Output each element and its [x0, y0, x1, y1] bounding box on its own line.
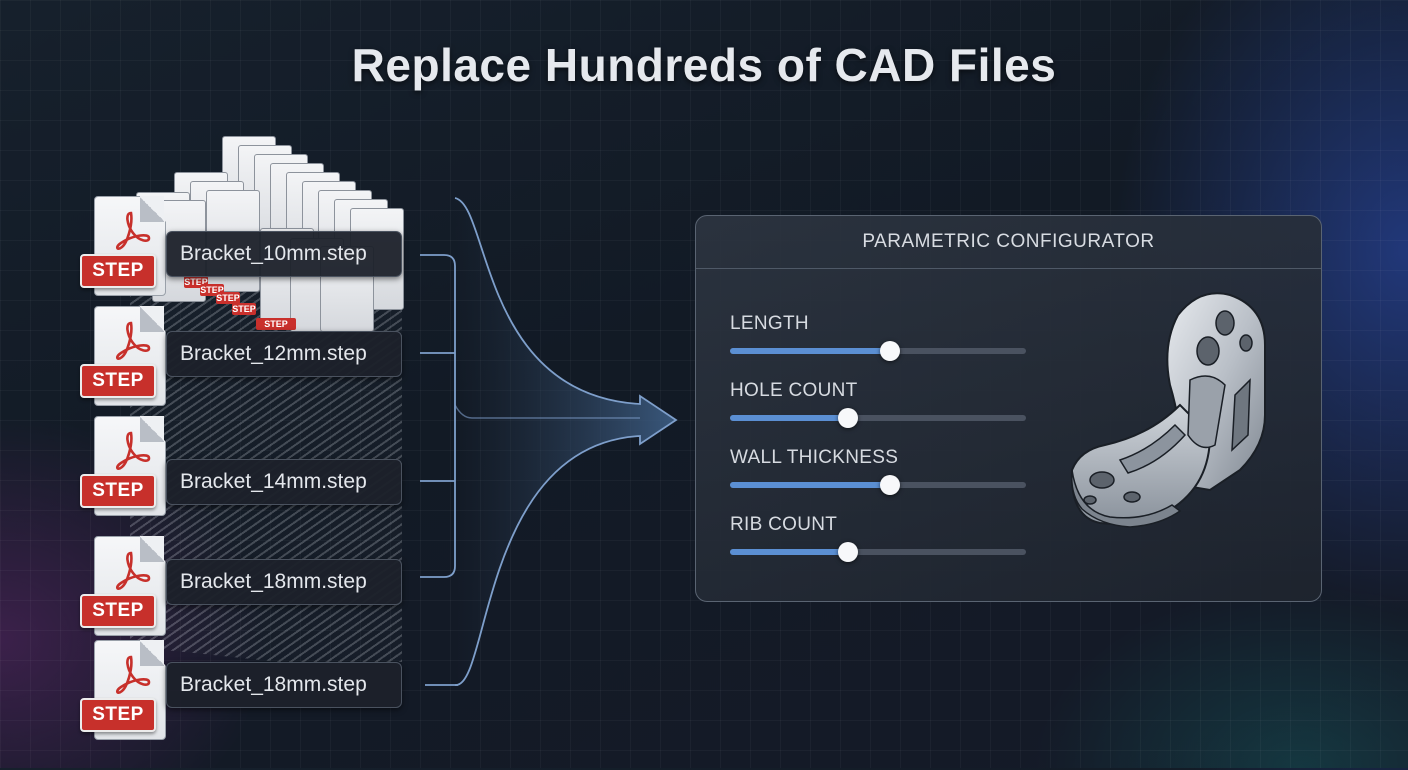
- param-label: RIB COUNT: [730, 514, 838, 535]
- file-item[interactable]: STEP Bracket_18mm.step: [78, 536, 408, 666]
- step-badge: STEP: [80, 698, 156, 732]
- step-badge: STEP: [80, 594, 156, 628]
- mini-step-badge: STEP: [216, 292, 240, 304]
- bracket-3d-model: [1070, 292, 1266, 528]
- step-badge: STEP: [80, 254, 156, 288]
- file-name: Bracket_18mm.step: [166, 559, 402, 605]
- slider-fill: [730, 415, 849, 421]
- slider-track[interactable]: [730, 408, 1026, 428]
- bracket-line: [420, 254, 456, 578]
- mini-step-badge: STEP: [256, 318, 296, 330]
- file-item[interactable]: STEP Bracket_10mm.step: [78, 196, 408, 326]
- pdf-acrobat-icon: [116, 211, 151, 250]
- step-badge: STEP: [80, 364, 156, 398]
- mini-step-badge: STEP: [232, 303, 256, 315]
- merge-arrow-outline: [454, 197, 678, 686]
- pdf-acrobat-icon: [116, 431, 151, 470]
- file-name: Bracket_18mm.step: [166, 662, 402, 708]
- page-fold: [140, 416, 164, 442]
- pdf-acrobat-icon: [116, 655, 151, 694]
- parametric-configurator-panel: PARAMETRIC CONFIGURATOR LENGTH HOLE COUN…: [695, 215, 1322, 602]
- file-name: Bracket_12mm.step: [166, 331, 402, 377]
- slider-track[interactable]: [730, 341, 1026, 361]
- param-length: LENGTH: [730, 313, 1026, 361]
- connector-center-line: [454, 404, 640, 419]
- param-hole-count: HOLE COUNT: [730, 380, 1026, 428]
- page-title: Replace Hundreds of CAD Files: [351, 39, 1057, 91]
- file-item[interactable]: STEP Bracket_18mm.step: [78, 640, 408, 770]
- param-label: HOLE COUNT: [730, 380, 858, 401]
- merge-arrow: [455, 198, 676, 686]
- slider-knob[interactable]: [838, 408, 859, 428]
- param-rib-count: RIB COUNT: [730, 514, 1026, 562]
- slider-track[interactable]: [730, 475, 1026, 495]
- slider-track[interactable]: [730, 542, 1026, 562]
- param-label: WALL THICKNESS: [730, 447, 899, 468]
- panel-title: PARAMETRIC CONFIGURATOR: [696, 216, 1321, 269]
- slider-fill: [730, 549, 849, 555]
- step-badge: STEP: [80, 474, 156, 508]
- page-fold: [140, 536, 164, 562]
- file-name: Bracket_14mm.step: [166, 459, 402, 505]
- param-label: LENGTH: [730, 313, 809, 334]
- slider-knob[interactable]: [879, 341, 900, 361]
- page-fold: [140, 306, 164, 332]
- slider-fill: [730, 482, 890, 488]
- slider-knob[interactable]: [838, 542, 859, 562]
- page-fold: [140, 640, 164, 666]
- pdf-acrobat-icon: [116, 551, 151, 590]
- param-wall-thickness: WALL THICKNESS: [730, 447, 1026, 495]
- page-fold: [140, 196, 164, 222]
- pdf-acrobat-icon: [116, 321, 151, 360]
- file-name: Bracket_10mm.step: [166, 231, 402, 277]
- slider-knob[interactable]: [879, 475, 900, 495]
- file-item[interactable]: STEP Bracket_12mm.step: [78, 306, 408, 436]
- slider-fill: [730, 348, 890, 354]
- file-item[interactable]: STEP Bracket_14mm.step: [78, 416, 408, 546]
